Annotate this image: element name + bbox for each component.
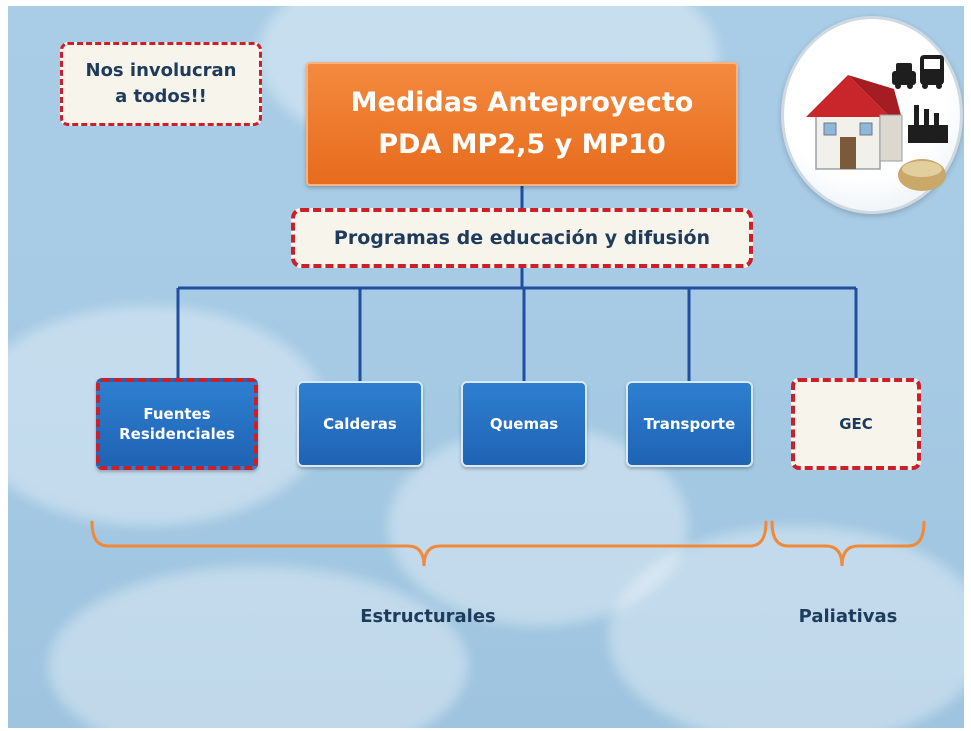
- category-fuentes-residenciales: Fuentes Residenciales: [96, 378, 258, 470]
- category-label-line-2: Residenciales: [119, 425, 235, 443]
- category-quemas: Quemas: [461, 381, 587, 467]
- bus-icon: [920, 55, 944, 89]
- note-line-1: Nos involucran: [85, 60, 237, 81]
- program-box: Programas de educación y difusión: [291, 208, 753, 268]
- category-label: Transporte: [643, 415, 736, 433]
- title-line-1: Medidas Anteproyecto: [350, 87, 694, 118]
- connector-layer: [90, 186, 926, 567]
- category-calderas: Calderas: [297, 381, 423, 467]
- cloud-decoration: [608, 526, 964, 728]
- bracket-paliativas: [770, 520, 926, 567]
- note-callout: Nos involucran a todos!!: [60, 42, 262, 126]
- category-transporte: Transporte: [626, 381, 753, 467]
- cloud-decoration: [48, 566, 468, 728]
- program-label: Programas de educación y difusión: [333, 227, 711, 249]
- group-label-paliativas: Paliativas: [798, 606, 898, 627]
- category-gec: GEC: [791, 378, 921, 470]
- title-box: Medidas Anteproyecto PDA MP2,5 y MP10: [306, 62, 738, 186]
- factory-icon: [908, 105, 948, 143]
- category-label: GEC: [839, 415, 873, 433]
- category-label: Calderas: [323, 415, 397, 433]
- emission-sources-emblem: [781, 16, 963, 214]
- field-icon: [898, 159, 946, 191]
- bracket-estructurales: [90, 520, 768, 567]
- slide-canvas: Nos involucran a todos!! Medidas Antepro…: [8, 6, 964, 728]
- category-label-line-1: Fuentes: [143, 405, 211, 423]
- title-line-2: PDA MP2,5 y MP10: [378, 129, 666, 160]
- car-icon: [892, 63, 916, 89]
- group-label-estructurales: Estructurales: [360, 606, 496, 627]
- house-icon: [806, 75, 903, 170]
- note-line-2: a todos!!: [115, 86, 207, 107]
- category-label: Quemas: [489, 415, 559, 433]
